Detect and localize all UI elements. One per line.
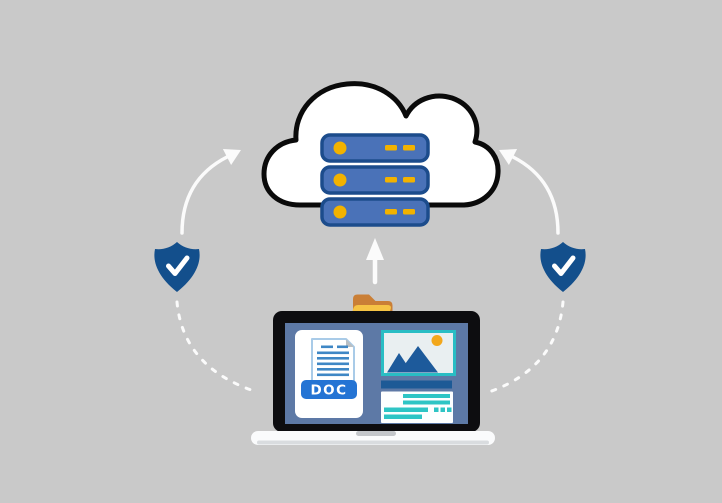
server-slot-icon: [403, 209, 415, 215]
content-panel: [381, 380, 453, 423]
page-fold-icon: [346, 339, 354, 347]
doc-badge-label: DOC: [310, 383, 347, 399]
laptop-base: [251, 431, 495, 445]
server-stack-icon: [320, 133, 430, 227]
shield-left-icon: [154, 242, 200, 292]
dashed-connector-left: [175, 300, 259, 394]
doc-text-line: [317, 351, 349, 355]
laptop: DOC: [251, 311, 495, 445]
arc-line: [511, 155, 560, 235]
server-rack-body: [320, 197, 430, 227]
panel-text-line: [384, 407, 428, 412]
server-rack-1: [320, 133, 430, 163]
panel-dot-icon: [434, 407, 439, 412]
server-slot-icon: [403, 177, 415, 183]
panel-text-line: [384, 414, 422, 419]
upload-arrowhead-icon: [366, 238, 384, 260]
mountains-icon: [387, 346, 438, 373]
doc-text-line: [317, 357, 349, 360]
secure-arc-right: [499, 149, 560, 235]
doc-page: [311, 338, 355, 384]
doc-text-line: [337, 345, 348, 349]
server-slot-icon: [385, 209, 397, 215]
arrowhead-icon: [499, 149, 518, 165]
image-thumbnail-icon: [381, 330, 456, 376]
checkmark-icon: [166, 255, 190, 276]
arc-line: [180, 155, 229, 235]
panel-dot-icon: [447, 407, 452, 412]
server-rack-body: [320, 133, 430, 163]
panel-header-bar: [381, 380, 452, 389]
sun-icon: [431, 335, 443, 346]
server-led-icon: [333, 173, 347, 187]
base-notch: [356, 431, 396, 436]
base-shadow-edge: [257, 440, 489, 445]
upload-arrow: [366, 238, 384, 285]
shield-right-icon: [540, 242, 586, 292]
panel-text-line: [403, 394, 450, 398]
server-slot-icon: [403, 145, 415, 151]
server-rack-3: [320, 197, 430, 227]
doc-text-line: [321, 345, 333, 349]
panel-dot-icon: [440, 407, 445, 412]
server-slot-icon: [385, 145, 397, 151]
server-rack-2: [320, 165, 430, 195]
doc-text-line: [317, 368, 349, 371]
checkmark-icon: [552, 255, 576, 276]
mountain-large: [399, 346, 438, 373]
arrowhead-icon: [222, 149, 241, 165]
server-slot-icon: [385, 177, 397, 183]
server-led-icon: [333, 205, 347, 219]
doc-badge: [301, 380, 357, 399]
doc-file-icon: DOC: [295, 330, 363, 418]
server-rack-body: [320, 165, 430, 195]
dashed-connector-right: [487, 300, 565, 394]
secure-arc-left: [180, 149, 241, 235]
doc-text-line: [317, 362, 349, 366]
server-led-icon: [333, 141, 347, 155]
doc-text-line: [317, 373, 349, 377]
panel-text-line: [403, 400, 450, 405]
